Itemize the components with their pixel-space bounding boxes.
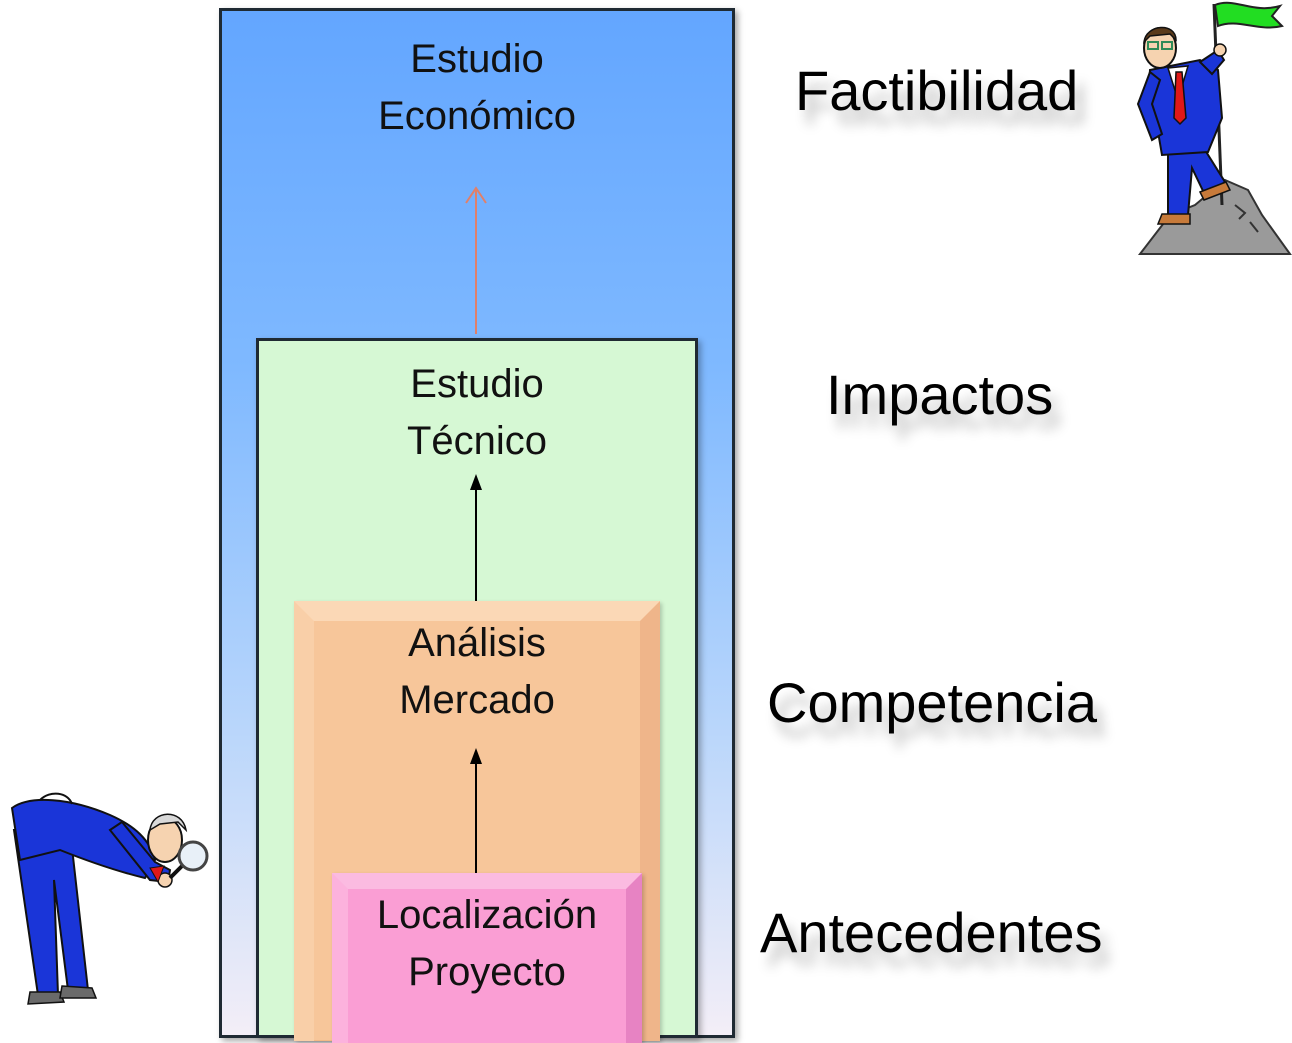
estudio-tecnico-line2: Técnico (406, 419, 548, 463)
estudio-tecnico-label: Estudio Técnico (259, 356, 695, 470)
estudio-tecnico-line1: Estudio (410, 362, 544, 406)
level-antecedentes: Antecedentes (760, 901, 1103, 964)
arrow-localizacion-to-mercado (470, 748, 482, 873)
arrow-tecnico-to-economico (465, 186, 487, 334)
analisis-mercado-line2: Mercado (399, 678, 555, 722)
localizacion-proyecto-box: Localización Proyecto (332, 873, 642, 1043)
level-competencia: Competencia (767, 671, 1097, 734)
localizacion-proyecto-line2: Proyecto (408, 950, 566, 994)
analisis-mercado-line1: Análisis (408, 621, 546, 665)
estudio-economico-line1: Estudio (410, 37, 544, 81)
localizacion-proyecto-line1: Localización (376, 893, 598, 937)
estudio-economico-line2: Económico (378, 94, 576, 138)
level-impactos: Impactos (826, 363, 1054, 426)
estudio-economico-label: Estudio Económico (222, 31, 732, 145)
analisis-mercado-label: Análisis Mercado (294, 615, 660, 729)
localizacion-proyecto-label: Localización Proyecto (332, 887, 642, 1001)
arrow-mercado-to-tecnico (470, 474, 482, 601)
level-factibilidad: Factibilidad (795, 59, 1079, 122)
